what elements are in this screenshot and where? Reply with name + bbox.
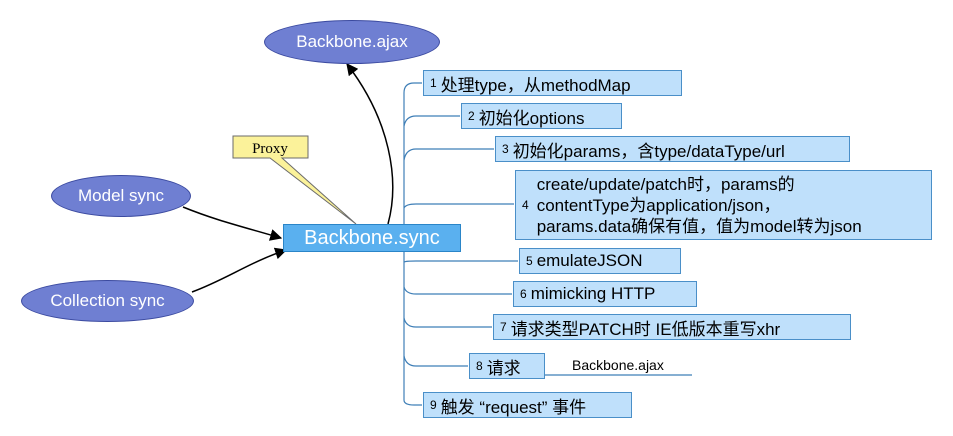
step-connectors — [403, 82, 692, 406]
arrow-collection-to-sync — [191, 247, 288, 293]
step-7: 7 请求类型PATCH时 IE低版本重写xhr — [493, 314, 851, 340]
step-text: 请求类型PATCH时 IE低版本重写xhr — [510, 319, 781, 339]
step-number: 7 — [500, 320, 507, 334]
step-1: 1 处理type，从methodMap — [423, 70, 682, 96]
step-text: 初始化params，含type/dataType/url — [512, 141, 785, 161]
backbone-ajax-node: Backbone.ajax — [264, 20, 440, 64]
step-8: 8 请求 — [469, 353, 545, 379]
step-text-line-3: params.data确保有值，值为model转为json — [536, 216, 862, 236]
step-9: 9 触发 “request” 事件 — [423, 392, 632, 418]
step-text-line-1: create/update/patch时，params的 — [536, 174, 795, 194]
step-number: 3 — [502, 142, 509, 156]
proxy-callout: Proxy — [232, 135, 357, 225]
model-sync-label: Model sync — [78, 186, 164, 205]
step-text-line-2: contentType为application/json， — [536, 195, 781, 215]
arrow-sync-to-ajax — [346, 63, 394, 225]
step-text: 触发 “request” 事件 — [440, 397, 587, 417]
step-text: 初始化options — [478, 108, 585, 128]
step-4: 4 create/update/patch时，params的 contentTy… — [515, 170, 932, 240]
arrow-model-to-sync — [182, 206, 283, 241]
step-number: 1 — [430, 76, 437, 90]
step-number: 9 — [430, 398, 437, 412]
collection-sync-label: Collection sync — [50, 291, 165, 310]
step-8-note: Backbone.ajax — [572, 357, 664, 373]
step-3: 3 初始化params，含type/dataType/url — [495, 136, 850, 162]
step-text: 请求 — [486, 358, 521, 378]
step-5: 5 emulateJSON — [519, 248, 681, 274]
step-number: 4 — [522, 198, 529, 212]
proxy-label: Proxy — [252, 141, 288, 157]
backbone-sync-label: Backbone.sync — [304, 226, 440, 249]
step-number: 6 — [520, 287, 527, 301]
model-sync-node: Model sync — [51, 175, 191, 217]
step-text: 处理type，从methodMap — [440, 75, 631, 95]
step-6: 6 mimicking HTTP — [513, 281, 697, 307]
step-text: emulateJSON — [536, 251, 643, 270]
backbone-sync-node: Backbone.sync — [283, 224, 461, 252]
backbone-ajax-label: Backbone.ajax — [296, 32, 408, 51]
step-number: 2 — [468, 109, 475, 123]
step-2: 2 初始化options — [461, 103, 622, 129]
step-number: 8 — [476, 359, 483, 373]
step-text: mimicking HTTP — [530, 284, 656, 303]
collection-sync-node: Collection sync — [21, 280, 194, 322]
step-number: 5 — [526, 254, 533, 268]
